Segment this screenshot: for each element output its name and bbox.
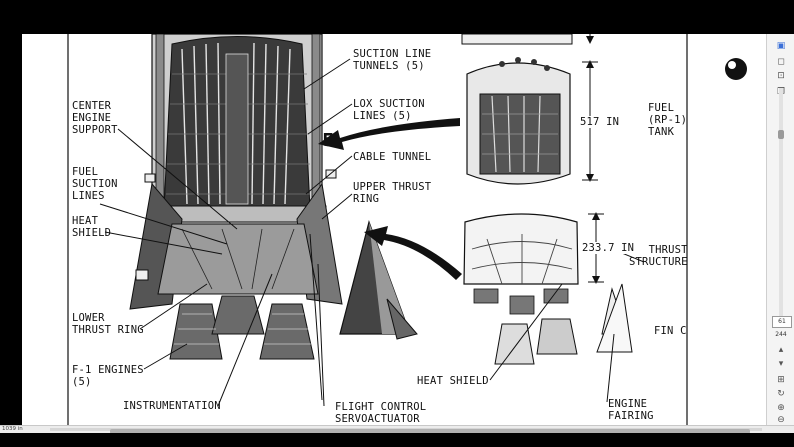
label-instrumentation: INSTRUMENTATION [123, 400, 221, 412]
label-fuel-suction-lines: FUEL SUCTION LINES [72, 166, 118, 202]
label-upper-thrust-ring: UPPER THRUST RING [353, 181, 432, 205]
label-cable-tunnel: CABLE TUNNEL [353, 151, 432, 163]
zoom-out-icon[interactable]: ⊖ [777, 415, 785, 425]
fuel-tank-illustration [461, 34, 598, 185]
viewer-right-toolbar: ▣ ◻ ⊡ ❐ 61 244 ▴ ▾ ⊞ ↻ ⊕ ⊖ [766, 34, 794, 425]
label-engine-fairing: ENGINE FAIRING [608, 398, 654, 422]
comment-icon[interactable]: ◻ [777, 57, 785, 67]
label-suction-line-tunnels: SUCTION LINE TUNNELS (5) [353, 48, 432, 72]
chevron-down-icon[interactable]: ▾ [778, 359, 784, 369]
top-black-bar [0, 0, 794, 34]
label-center-engine-support: CENTER ENGINE SUPPORT [72, 100, 118, 136]
page-number-field[interactable]: 61 [772, 316, 792, 328]
label-dim-233-7: 233.7 IN [582, 242, 635, 254]
leader-lines [99, 58, 645, 407]
horizontal-scroll-thumb[interactable] [110, 429, 750, 434]
label-lower-thrust-ring: LOWER THRUST RING [72, 312, 144, 336]
vertical-scroll-track[interactable] [779, 88, 783, 326]
rotate-icon[interactable]: ↻ [777, 389, 785, 399]
label-flight-control-servoactuator: FLIGHT CONTROL SERVOACTUATOR [335, 401, 427, 425]
label-fuel-tank: FUEL (RP-1) TANK [648, 102, 688, 138]
thrust-structure-illustration [463, 34, 633, 365]
engine-bell [169, 303, 223, 360]
vertical-scroll-thumb[interactable] [778, 130, 784, 139]
attachment-icon[interactable]: ⊡ [777, 71, 785, 81]
engine-bell [211, 295, 265, 335]
label-fin-c: FIN C [654, 325, 687, 337]
bottom-black-bar [0, 433, 794, 447]
engine-bell [259, 303, 315, 360]
label-thrust-structure: THRUST STRUCTURE [629, 244, 688, 268]
fit-page-icon[interactable]: ⊞ [777, 375, 785, 385]
viewer-bottom-bar: 1039 in [0, 425, 794, 434]
saturn-stage-diagram: 5 [67, 34, 688, 425]
stage-cutaway: 5 [129, 34, 343, 360]
document-page: 5 [22, 34, 766, 425]
label-lox-suction-lines: LOX SUCTION LINES (5) [353, 98, 425, 122]
engine-fairing-cone [339, 219, 418, 340]
assembly-arrows [318, 118, 462, 280]
label-f1-engines: F-1 ENGINES (5) [72, 364, 144, 388]
bookmark-icon[interactable]: ▣ [776, 41, 786, 51]
label-heat-shield-left: HEAT SHIELD [72, 215, 112, 239]
zoom-level-label: 1039 in [2, 426, 23, 432]
page-ink-blot [725, 58, 747, 80]
zoom-in-icon[interactable]: ⊕ [777, 403, 785, 413]
label-heat-shield-right: HEAT SHIELD [417, 375, 489, 387]
page-total-label: 244 [775, 331, 787, 338]
label-dim-517: 517 IN [580, 116, 620, 128]
horizontal-scroll-track[interactable] [50, 428, 762, 434]
chevron-up-icon[interactable]: ▴ [778, 345, 784, 355]
